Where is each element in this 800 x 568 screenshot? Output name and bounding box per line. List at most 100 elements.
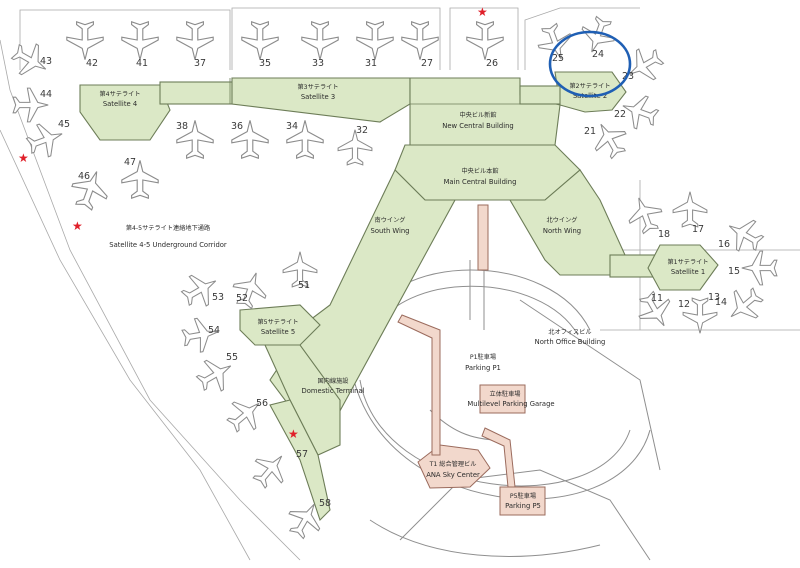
gate-number: 31 <box>365 58 377 69</box>
red-star-icon: ★ <box>288 427 299 441</box>
corridor-label-jp: 第4-5サテライト連絡地下通路 <box>126 224 211 232</box>
north-wing-label: North Wing <box>543 227 581 235</box>
gate-number: 41 <box>136 58 148 69</box>
gate-number: 58 <box>319 498 331 509</box>
satellite-2-link <box>519 85 561 105</box>
gate-number: 53 <box>212 292 224 303</box>
parking-p5-label-jp: P5駐車場 <box>510 492 536 500</box>
highlight-circle <box>548 30 632 98</box>
aircraft-icon <box>301 21 339 61</box>
gate-number: 32 <box>356 125 368 136</box>
ana-sky-label: ANA Sky Center <box>426 471 480 479</box>
gate-number: 47 <box>124 157 136 168</box>
satellite-5-finger <box>269 399 331 522</box>
walkway-1 <box>397 314 441 456</box>
main-central-label: Main Central Building <box>444 178 517 186</box>
satellite-5-label: Satellite 5 <box>261 328 295 336</box>
markers: ★ ★ ★ ★ <box>18 5 488 441</box>
gate-number: 27 <box>421 58 433 69</box>
aircraft-icon <box>121 21 159 61</box>
satellite-3-label-jp: 第3サテライト <box>297 83 338 91</box>
parking-p1-label-jp: P1駐車場 <box>470 353 496 361</box>
gate-number: 54 <box>208 325 220 336</box>
gate-numbers: 11 12 13 14 15 16 17 18 21 22 23 24 25 2… <box>40 49 740 509</box>
walkway-3 <box>481 427 516 488</box>
parking-p1-label: Parking P1 <box>465 364 501 372</box>
new-central-label: New Central Building <box>442 122 513 130</box>
red-star-icon: ★ <box>477 5 488 19</box>
north-wing-label-jp: 北ウイング <box>547 216 578 224</box>
gate-number: 52 <box>236 293 248 304</box>
aircraft-icon <box>227 266 273 313</box>
gate-number: 37 <box>194 58 206 69</box>
satellite-2-building <box>554 71 627 113</box>
gate-number: 45 <box>58 119 70 130</box>
gate-number: 14 <box>715 297 727 308</box>
gate-number: 16 <box>718 239 730 250</box>
gate-number: 55 <box>226 352 238 363</box>
ana-sky-label-jp: T1 総合管理ビル <box>429 460 477 468</box>
gate-number: 51 <box>298 280 310 291</box>
aircraft-icon <box>672 191 708 228</box>
satellite-4-label-jp: 第4サテライト <box>99 90 140 98</box>
satellite-3-building <box>231 77 411 123</box>
parking-p5-building <box>499 486 546 516</box>
aircraft-icon <box>176 265 225 314</box>
main-central-label-jp: 中央ビル本館 <box>461 167 498 175</box>
gate-number: 38 <box>176 121 188 132</box>
gate-number: 36 <box>231 121 243 132</box>
gate-number: 21 <box>584 126 596 137</box>
multilevel-parking-building <box>479 384 526 414</box>
gate-number: 44 <box>40 89 52 100</box>
domestic-label: Domestic Terminal <box>302 387 365 395</box>
building-labels: 第4サテライト Satellite 4 第3サテライト Satellite 3 … <box>99 82 708 510</box>
multilevel-label-jp: 立体駐車場 <box>490 390 521 398</box>
south-wing-label: South Wing <box>371 227 410 235</box>
satellite-4-label: Satellite 4 <box>103 100 137 108</box>
gate-number: 43 <box>40 56 52 67</box>
aircraft-icon <box>66 164 115 214</box>
satellite-1-label: Satellite 1 <box>671 268 705 276</box>
domestic-label-jp: 国内線施設 <box>318 377 349 385</box>
gate-number: 25 <box>552 53 564 64</box>
red-star-icon: ★ <box>18 151 29 165</box>
gate-number: 13 <box>708 292 720 303</box>
gate-number: 34 <box>286 121 298 132</box>
aircraft-icon <box>176 21 214 61</box>
new-central-label-jp: 中央ビル新館 <box>459 111 496 119</box>
apron-outlines <box>0 7 800 561</box>
aircraft-icon <box>245 444 296 495</box>
gate-number: 26 <box>486 58 498 69</box>
parking-p5-label: Parking P5 <box>505 502 541 510</box>
gate-number: 33 <box>312 58 324 69</box>
gate-number: 56 <box>256 398 268 409</box>
red-star-icon: ★ <box>72 219 83 233</box>
satellite-1-label-jp: 第1サテライト <box>667 258 708 266</box>
terminal-buildings <box>79 71 719 522</box>
gate-number: 42 <box>86 58 98 69</box>
satellite-3-label: Satellite 3 <box>301 93 335 101</box>
gate-number: 22 <box>614 109 626 120</box>
aircraft-icon <box>356 21 394 61</box>
aircraft-icon <box>741 250 778 286</box>
gate-number: 35 <box>259 58 271 69</box>
gate-number: 17 <box>692 224 704 235</box>
gate-number: 46 <box>78 171 90 182</box>
north-office-label: North Office Building <box>535 338 606 346</box>
aircraft-icon <box>466 21 504 61</box>
gate-number: 11 <box>651 293 663 304</box>
satellite-2-label-jp: 第2サテライト <box>569 82 610 90</box>
north-office-label-jp: 北オフィスビル <box>548 328 591 336</box>
south-wing-label-jp: 南ウイング <box>375 216 406 224</box>
aircraft-icon <box>585 115 634 164</box>
aircraft-icon <box>241 21 279 61</box>
gate-number: 15 <box>728 266 740 277</box>
facility-buildings <box>397 204 546 516</box>
walkway-2 <box>477 204 489 271</box>
multilevel-label: Multilevel Parking Garage <box>467 400 554 408</box>
aircraft-icon <box>66 21 104 61</box>
aircraft-icon <box>401 21 439 61</box>
satellite-5-label-jp: 第5サテライト <box>257 318 298 326</box>
aircraft-icon <box>719 280 770 331</box>
